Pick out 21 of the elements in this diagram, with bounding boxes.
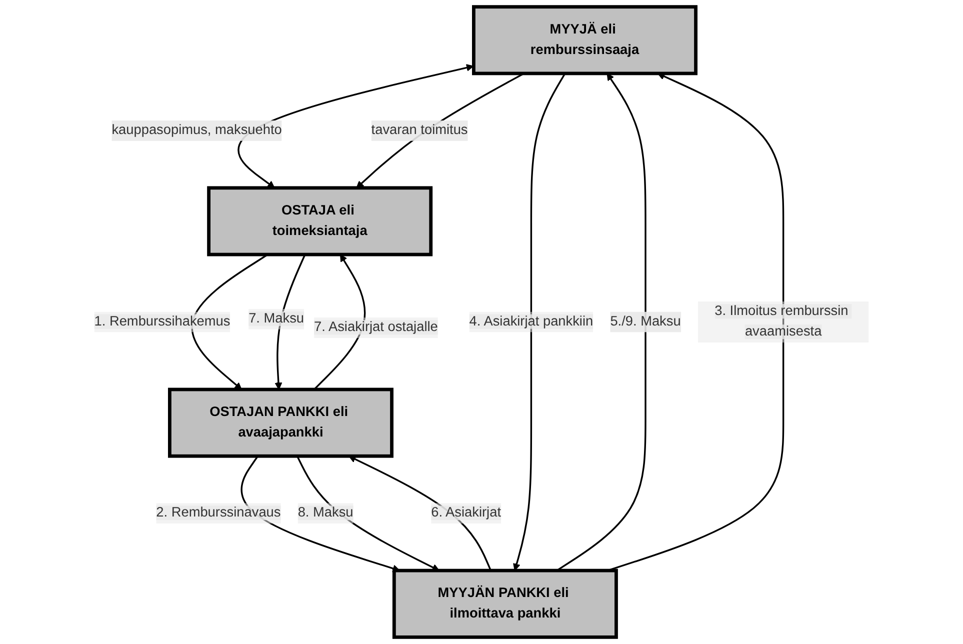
edge-label: 5./9. Maksu <box>610 314 681 329</box>
edge-label: 8. Maksu <box>298 506 354 520</box>
edge-label: 7. Asiakirjat ostajalle <box>314 320 438 335</box>
arrow <box>240 456 400 572</box>
arrow <box>556 73 646 572</box>
edge-label: tavaran toimitus <box>371 122 468 138</box>
node-box: OSTAJAN PANKKI eli avaajapankki <box>168 388 394 458</box>
edge-label: 7. Maksu <box>248 311 304 326</box>
node-box: MYYJÄ eli remburssinsaaja <box>472 5 698 76</box>
edge-label: kauppasopimus, maksuehto <box>112 122 282 138</box>
edge-label: 3. Ilmoitus remburssin avaamisesta <box>714 304 848 340</box>
edge-label: 6. Asiakirjat <box>431 506 501 520</box>
arrow <box>356 72 524 188</box>
node-box: OSTAJA eli toimeksiantaja <box>207 186 433 256</box>
arrow <box>274 254 306 390</box>
edge-label: 2. Remburssinavaus <box>156 506 281 520</box>
node-box: MYYJÄN PANKKI eli ilmoittava pankki <box>392 568 618 639</box>
edge-label: 1. Remburssihakemus <box>94 314 230 329</box>
edge-label: 4. Asiakirjat pankkiin <box>469 314 594 329</box>
arrow <box>238 64 474 188</box>
arrow <box>513 73 566 571</box>
